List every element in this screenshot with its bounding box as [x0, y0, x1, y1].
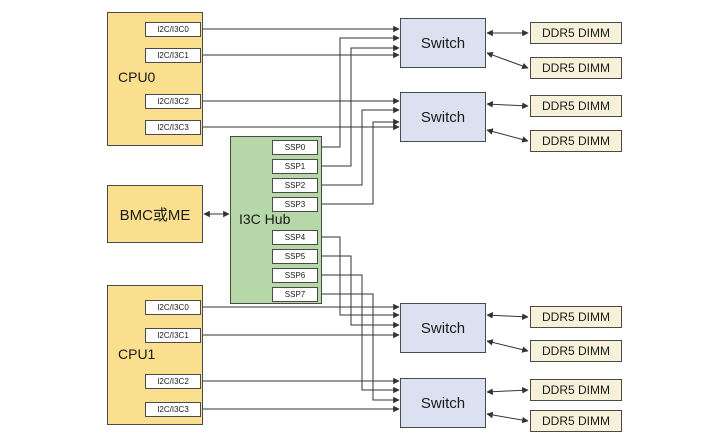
cpu1-port-i2c-i3c3: I2C/I3C3 — [145, 402, 201, 417]
hub-port-ssp2: SSP2 — [272, 178, 318, 193]
cpu1-port-i2c-i3c2: I2C/I3C2 — [145, 374, 201, 389]
cpu0-port-i2c-i3c0: I2C/I3C0 — [145, 22, 201, 37]
hub-port-ssp0: SSP0 — [272, 140, 318, 155]
i3c-hub-box: I3C Hub SSP0 SSP1 SSP2 SSP3 SSP4 SSP5 SS… — [230, 136, 322, 304]
switch-1-box: Switch — [400, 18, 486, 68]
dimm-2-box: DDR5 DIMM — [530, 57, 622, 79]
hub-port-ssp4: SSP4 — [272, 230, 318, 245]
dimm-7-box: DDR5 DIMM — [530, 379, 622, 401]
switch-3-label: Switch — [420, 319, 466, 337]
switch-2-label: Switch — [420, 108, 466, 126]
switch-1-label: Switch — [420, 34, 466, 52]
dimm-5-box: DDR5 DIMM — [530, 306, 622, 328]
cpu1-box: CPU1 I2C/I3C0 I2C/I3C1 I2C/I3C2 I2C/I3C3 — [107, 285, 203, 425]
bmc-box: BMC或ME — [107, 185, 203, 243]
cpu0-port-i2c-i3c1: I2C/I3C1 — [145, 48, 201, 63]
dimm-7-label: DDR5 DIMM — [542, 383, 610, 397]
switch-4-label: Switch — [420, 394, 466, 412]
dimm-3-box: DDR5 DIMM — [530, 95, 622, 117]
dimm-6-label: DDR5 DIMM — [542, 344, 610, 358]
dimm-5-label: DDR5 DIMM — [542, 310, 610, 324]
cpu0-label: CPU0 — [118, 69, 156, 85]
switch-3-box: Switch — [400, 303, 486, 353]
dimm-6-box: DDR5 DIMM — [530, 340, 622, 362]
hub-port-ssp6: SSP6 — [272, 268, 318, 283]
cpu0-port-i2c-i3c2: I2C/I3C2 — [145, 94, 201, 109]
dimm-3-label: DDR5 DIMM — [542, 99, 610, 113]
cpu1-label: CPU1 — [118, 346, 156, 362]
switch-4-box: Switch — [400, 378, 486, 428]
dimm-8-box: DDR5 DIMM — [530, 410, 622, 432]
hub-port-ssp1: SSP1 — [272, 159, 318, 174]
dimm-2-label: DDR5 DIMM — [542, 61, 610, 75]
hub-port-ssp3: SSP3 — [272, 197, 318, 212]
cpu0-port-i2c-i3c3: I2C/I3C3 — [145, 120, 201, 135]
hub-port-ssp7: SSP7 — [272, 287, 318, 302]
hub-port-ssp5: SSP5 — [272, 249, 318, 264]
cpu0-box: CPU0 I2C/I3C0 I2C/I3C1 I2C/I3C2 I2C/I3C3 — [107, 12, 203, 146]
cpu1-port-i2c-i3c0: I2C/I3C0 — [145, 300, 201, 315]
dimm-1-label: DDR5 DIMM — [542, 26, 610, 40]
switch-2-box: Switch — [400, 92, 486, 142]
bmc-label: BMC或ME — [119, 206, 191, 224]
dimm-1-box: DDR5 DIMM — [530, 22, 622, 44]
dimm-4-box: DDR5 DIMM — [530, 130, 622, 152]
cpu1-port-i2c-i3c1: I2C/I3C1 — [145, 328, 201, 343]
i3c-hub-label: I3C Hub — [239, 211, 291, 227]
dimm-8-label: DDR5 DIMM — [542, 414, 610, 428]
dimm-4-label: DDR5 DIMM — [542, 134, 610, 148]
